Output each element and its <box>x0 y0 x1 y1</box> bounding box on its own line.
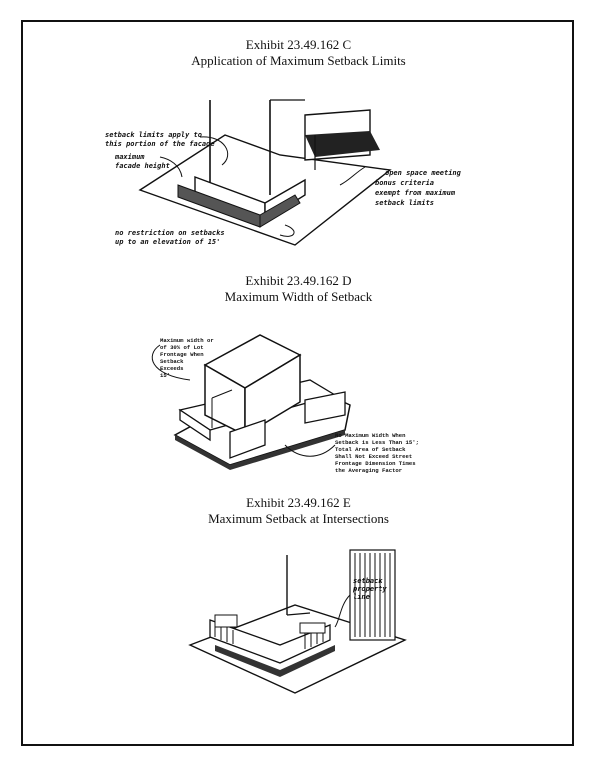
exhibit-d-annotation: of 30% of Lot <box>160 344 204 351</box>
exhibit-c-annotation: setback limits <box>375 199 434 207</box>
exhibit-c-annotation: exempt from maximum <box>375 189 456 197</box>
exhibit-c-annotation: open space meeting <box>385 169 462 177</box>
exhibit-d-number: Exhibit 23.49.162 D <box>245 273 352 288</box>
exhibit-c-figure: setback limits apply to this portion of … <box>105 99 462 246</box>
exhibit-d-annotation: Frontage Dimension Times <box>335 460 416 467</box>
exhibit-c-annotation: setback limits apply to <box>105 131 202 139</box>
exhibit-c-annotation: maximum <box>114 153 145 161</box>
exhibit-e-annotation: property <box>352 585 388 593</box>
exhibit-d-annotation: Frontage When <box>160 351 204 358</box>
exhibit-e-title: Exhibit 23.49.162 E Maximum Setback at I… <box>0 495 597 527</box>
exhibit-c-caption: Application of Maximum Setback Limits <box>191 53 406 68</box>
exhibit-d-annotation: Shall Not Exceed Street <box>335 453 412 460</box>
exhibit-d-caption: Maximum Width of Setback <box>224 289 373 304</box>
exhibit-e-figure: setback property line <box>188 549 407 694</box>
exhibit-c-annotation: no restriction on setbacks <box>115 229 225 237</box>
exhibit-c-title: Exhibit 23.49.162 C Application of Maxim… <box>0 37 597 69</box>
exhibit-d-title: Exhibit 23.49.162 D Maximum Width of Set… <box>0 273 597 305</box>
exhibit-d-annotation: Total Area of Setback <box>335 446 406 453</box>
exhibit-e-number: Exhibit 23.49.162 E <box>246 495 351 510</box>
exhibit-d-figure: Maximum width or of 30% of Lot Frontage … <box>151 334 419 474</box>
exhibit-c-annotation: facade height <box>115 162 170 170</box>
exhibit-c-number: Exhibit 23.49.162 C <box>245 37 352 52</box>
exhibit-d-annotation: the Averaging Factor <box>335 467 402 474</box>
exhibit-e-annotation: line <box>353 593 370 601</box>
exhibit-d-annotation: No Maximum Width When <box>335 432 406 439</box>
exhibit-d-annotation: Setback <box>160 358 184 365</box>
exhibit-d-annotation: Exceeds <box>160 365 184 372</box>
exhibit-d-annotation: Maximum width or <box>160 337 214 344</box>
exhibit-c-annotation: up to an elevation of 15' <box>115 238 220 246</box>
exhibit-e-annotation: setback <box>353 577 383 585</box>
exhibit-c-annotation: bonus criteria <box>375 179 434 187</box>
exhibit-d-annotation: 15' <box>160 372 170 379</box>
exhibit-c-annotation: this portion of the facade <box>105 140 215 148</box>
exhibit-e-caption: Maximum Setback at Intersections <box>208 511 389 526</box>
exhibit-d-annotation: Setback is Less Than 15'; <box>335 439 419 446</box>
